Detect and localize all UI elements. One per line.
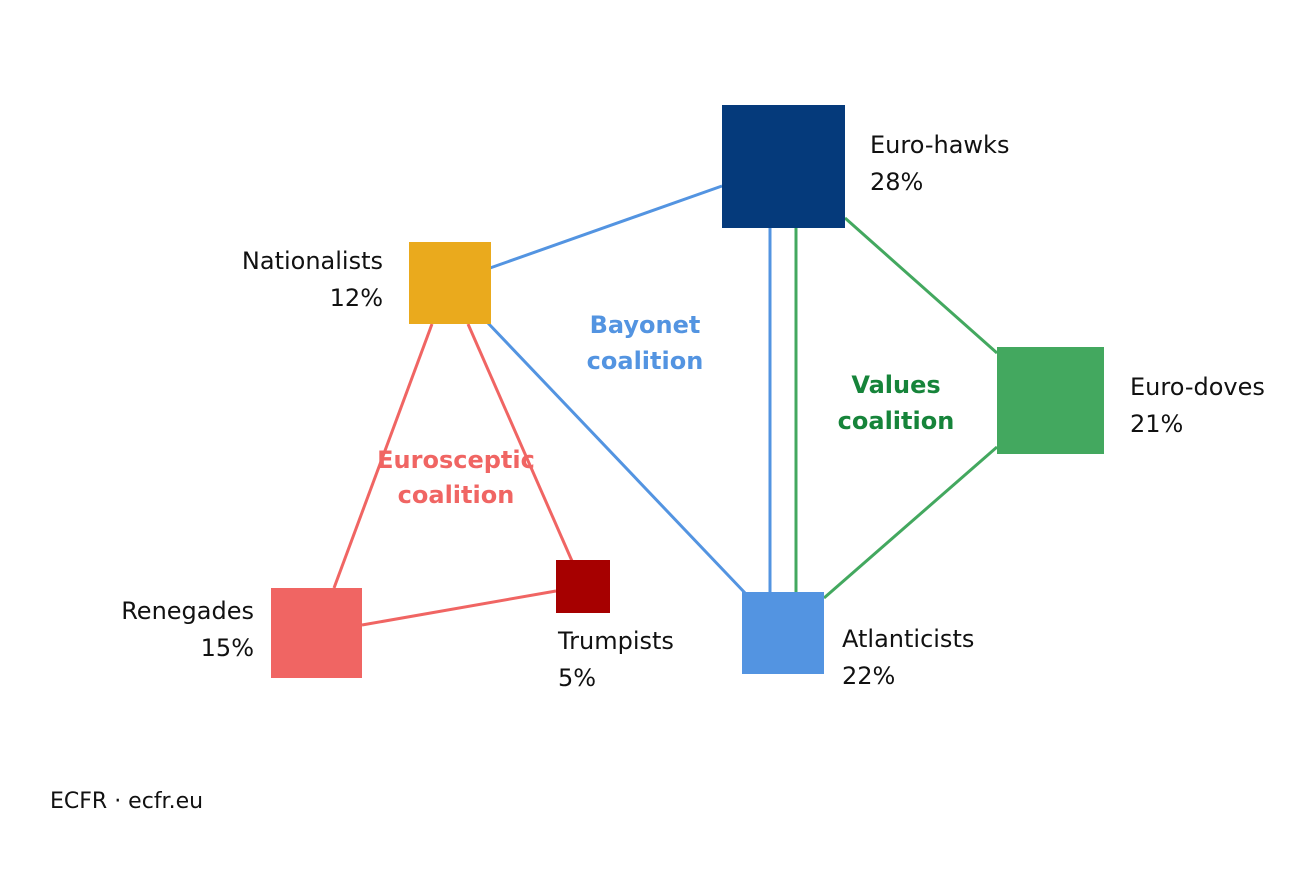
link-euro-hawks-euro-doves-values	[844, 216, 998, 355]
coalition-values-label-line1: Values	[851, 371, 940, 399]
link-nationalists-atlanticists-bayonet	[485, 320, 748, 596]
coalition-bayonet-label-line1: Bayonet	[590, 311, 701, 339]
label-euro-hawks-share: 28%	[870, 168, 923, 196]
coalition-eurosceptic-label-line2: coalition	[398, 481, 515, 509]
link-renegades-trumpists-eurosceptic	[361, 589, 557, 627]
label-renegades-share: 15%	[201, 634, 254, 662]
coalition-values-label-line2: coalition	[838, 407, 955, 435]
node-atlanticists	[742, 592, 824, 674]
link-euro-doves-atlanticists-values	[823, 445, 998, 600]
label-atlanticists-name: Atlanticists	[842, 625, 974, 653]
label-trumpists-name: Trumpists	[557, 627, 674, 655]
label-nationalists-share: 12%	[330, 284, 383, 312]
coalition-labels-layer: BayonetcoalitionValuescoalitionEuroscept…	[377, 311, 954, 509]
node-trumpists	[556, 560, 610, 613]
label-euro-hawks-name: Euro-hawks	[870, 131, 1009, 159]
node-renegades	[271, 588, 362, 678]
source-credit: ECFR · ecfr.eu	[50, 789, 204, 814]
label-trumpists-share: 5%	[558, 664, 596, 692]
coalition-eurosceptic-label-line1: Eurosceptic	[377, 446, 535, 474]
label-nationalists-name: Nationalists	[242, 247, 383, 275]
link-nationalists-trumpists-eurosceptic	[466, 323, 574, 562]
labels-layer: Euro-hawks 28% Nationalists 12% Euro-doves 21…	[121, 131, 1265, 692]
link-nationalists-euro-hawks-bayonet	[489, 184, 723, 270]
node-euro-hawks	[722, 105, 845, 228]
node-nationalists	[409, 242, 491, 324]
label-euro-doves-name: Euro-doves	[1130, 373, 1265, 401]
node-euro-doves	[997, 347, 1104, 454]
links-layer	[332, 184, 998, 627]
label-renegades-name: Renegades	[121, 597, 254, 625]
nodes-layer	[271, 105, 1104, 678]
label-atlanticists-share: 22%	[842, 662, 895, 690]
label-euro-doves-share: 21%	[1130, 410, 1183, 438]
link-nationalists-renegades-eurosceptic	[332, 323, 434, 589]
coalition-bayonet-label-line2: coalition	[587, 347, 704, 375]
